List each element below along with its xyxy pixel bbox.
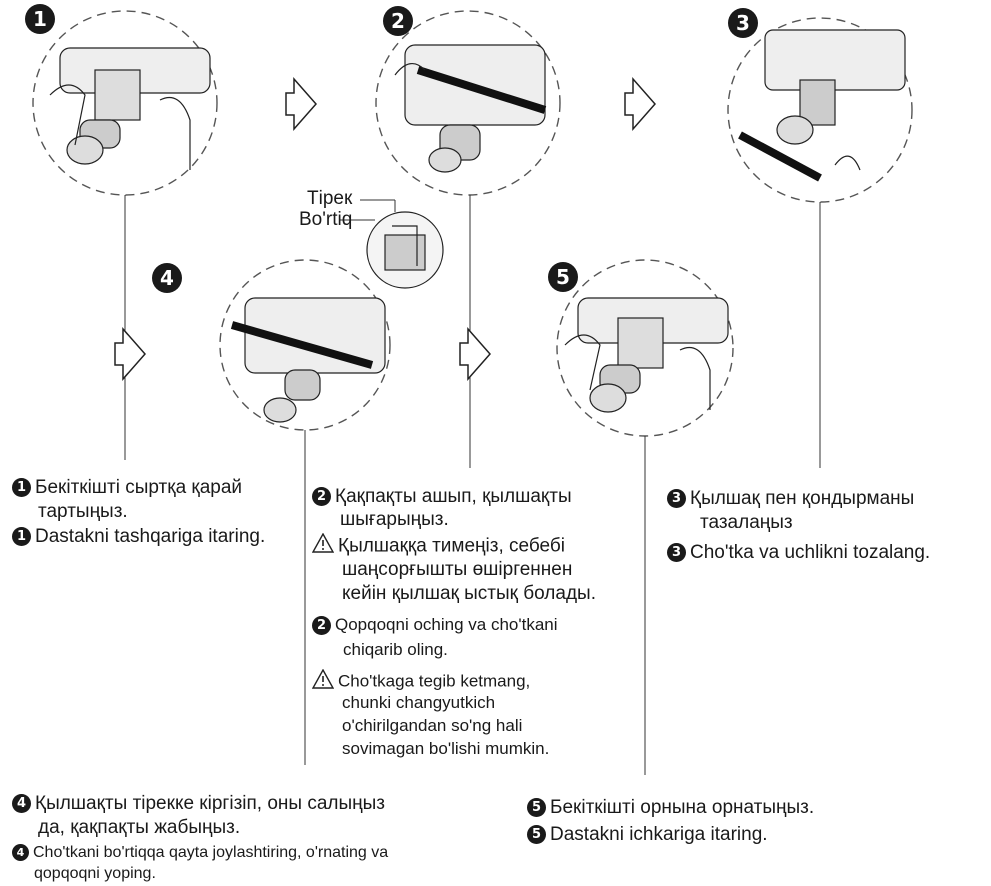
step2-warn-kk-3: кейін қылшақ ыстық болады. — [342, 581, 596, 606]
step3-badge: 3 — [728, 8, 758, 38]
step2-badge: 2 — [383, 6, 413, 36]
warning-icon — [312, 533, 334, 560]
step1-inline-badge: 1 — [12, 478, 31, 497]
step4-badge: 4 — [152, 263, 182, 293]
arrow-1-4 — [115, 329, 145, 379]
step4-illustration — [232, 298, 385, 422]
step2-uz2: chiqarib oling. — [343, 639, 448, 661]
step4-kk2: да, қақпақты жабыңыз. — [38, 815, 240, 840]
step5-illustration — [565, 298, 728, 412]
step1-illustration — [50, 48, 210, 170]
step2-warn-uz-2: chunki changyutkich — [342, 692, 495, 714]
step4-uz2: qopqoqni yoping. — [34, 864, 156, 884]
arrow-1-2 — [286, 79, 316, 129]
step1-kk2: тартыңыз. — [38, 499, 128, 524]
warning-icon-uz — [312, 669, 334, 695]
label-bortiq: Bo'rtiq — [299, 209, 352, 231]
step2-warn-uz-3: o'chirilgandan so'ng hali — [342, 715, 522, 737]
step1-inline-badge-uz: 1 — [12, 527, 31, 546]
step3-illustration — [740, 30, 905, 178]
step1-badge: 1 — [25, 4, 55, 34]
step2-illustration — [395, 45, 545, 172]
step2-warn-uz-4: sovimagan bo'lishi mumkin. — [342, 738, 549, 760]
step2-kk2: шығарыңыз. — [340, 507, 449, 532]
step3-kk2: тазалаңыз — [700, 510, 793, 535]
step5-badge: 5 — [548, 262, 578, 292]
label-tirek: Тірек — [307, 188, 352, 210]
step4-inset — [367, 212, 443, 288]
step2-warn-kk-2: шаңсорғышты өшіргеннен — [342, 557, 572, 582]
step2-warn-kk-1: Қылшаққа тимеңіз, себебі — [312, 533, 565, 560]
arrow-2-3 — [625, 79, 655, 129]
arrow-2-5 — [460, 329, 490, 379]
